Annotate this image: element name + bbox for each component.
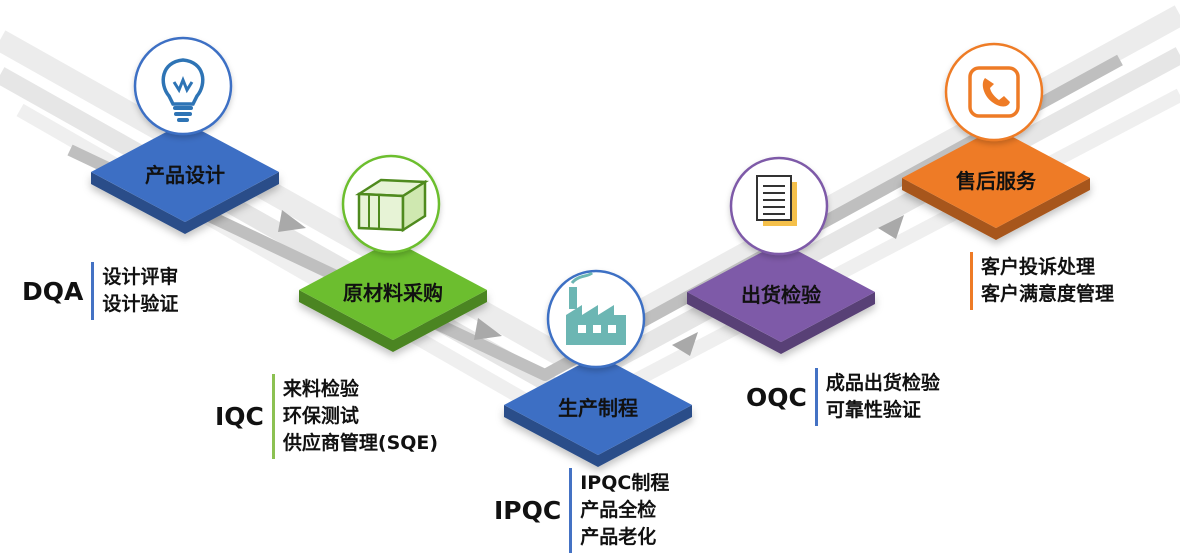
- group-item: 产品老化: [580, 526, 657, 548]
- flow-arrow: [278, 210, 306, 232]
- stage-diamond-1: [91, 122, 279, 234]
- stage-label: 售后服务: [956, 168, 1036, 193]
- phone-icon: [968, 66, 1020, 118]
- group-items: 客户投诉处理客户满意度管理: [970, 252, 1114, 310]
- info-group-after-sales: 客户投诉处理客户满意度管理: [970, 252, 1114, 310]
- document-icon: [756, 175, 797, 226]
- document-circle: [729, 156, 829, 256]
- stage-diamond-3: [504, 355, 692, 467]
- stage-label: 出货检验: [741, 282, 821, 307]
- group-item: 设计验证: [102, 293, 179, 315]
- stage-diamond-4: [687, 242, 875, 354]
- stage-label: 产品设计: [145, 162, 225, 187]
- group-item: 客户满意度管理: [981, 283, 1115, 305]
- flow-arrow: [672, 332, 698, 356]
- flow-arrow: [878, 215, 904, 239]
- group-items: 成品出货检验可靠性验证: [814, 368, 940, 426]
- stage-diamond-5: [902, 128, 1090, 240]
- lightbulb-circle: [133, 36, 233, 136]
- boxes-icon: [354, 178, 430, 233]
- lightbulb-icon: [161, 58, 205, 122]
- group-items: 设计评审设计验证: [91, 262, 178, 320]
- group-code: OQC: [746, 382, 807, 412]
- stage-label: 原材料采购: [343, 280, 443, 305]
- flow-arrow: [474, 318, 502, 340]
- factory-circle: [546, 269, 646, 369]
- group-item: 环保测试: [282, 405, 359, 427]
- phone-circle: [944, 42, 1044, 142]
- factory-icon: [566, 271, 626, 345]
- group-item: IPQC制程: [580, 472, 670, 494]
- boxes-circle: [341, 154, 441, 254]
- group-item: 成品出货检验: [825, 372, 940, 394]
- group-code: IQC: [215, 402, 264, 431]
- group-items: IPQC制程产品全检产品老化: [569, 468, 669, 553]
- group-item: 产品全检: [580, 499, 657, 521]
- stage-label: 生产制程: [558, 395, 638, 420]
- group-item: 可靠性验证: [825, 399, 921, 421]
- stage-diamond-2: [299, 240, 487, 352]
- group-item: 设计评审: [102, 266, 179, 288]
- group-item: 供应商管理(SQE): [282, 432, 439, 454]
- group-items: 来料检验环保测试供应商管理(SQE): [271, 374, 439, 459]
- group-code: DQA: [22, 276, 84, 306]
- group-item: 来料检验: [282, 378, 359, 400]
- group-code: IPQC: [494, 496, 562, 525]
- group-item: 客户投诉处理: [981, 256, 1096, 278]
